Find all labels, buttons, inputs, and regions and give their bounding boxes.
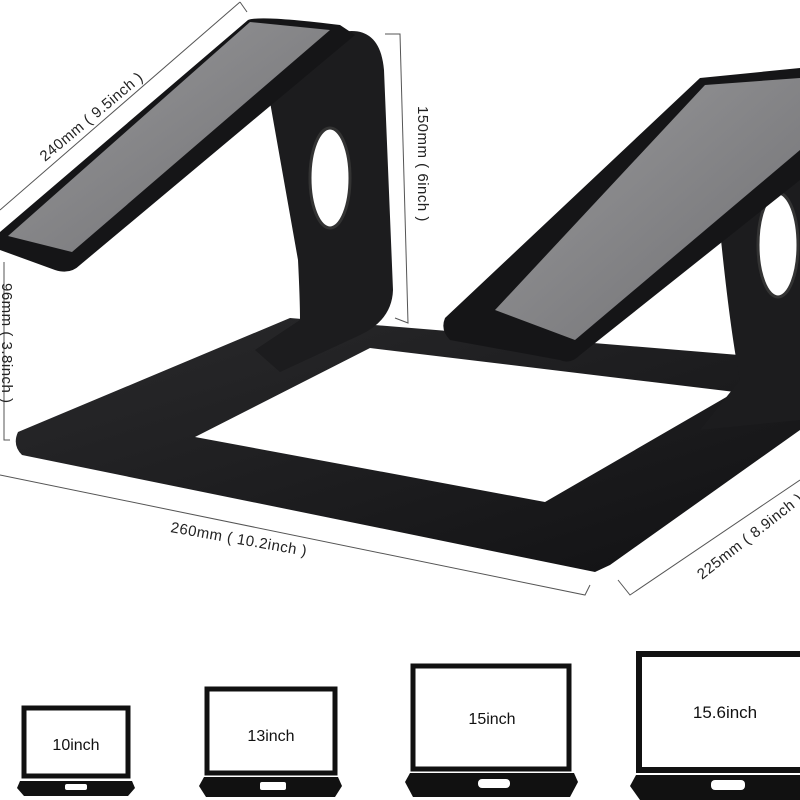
laptop-icon-10inch: 10inch (17, 705, 135, 796)
laptop-size-label: 10inch (52, 737, 99, 754)
laptop-size-label: 13inch (247, 728, 294, 745)
laptop-icon-15inch: 15inch (405, 663, 578, 797)
left-plate-surface (8, 22, 330, 252)
depth-dimension-label: 225mm ( 8.9inch ) (694, 490, 800, 583)
left-leg-hole (308, 126, 352, 230)
laptop-icon-13inch: 13inch (199, 686, 342, 797)
stand-base (15, 318, 800, 572)
right-plate-surface (495, 78, 800, 340)
width-dimension-label: 260mm ( 10.2inch ) (169, 519, 308, 560)
laptop-size-label: 15inch (468, 711, 515, 728)
dimension-lines (0, 1, 800, 596)
laptop-icon-15-6inch: 15.6inch (630, 651, 800, 800)
laptop-size-label: 15.6inch (693, 703, 757, 722)
front-height-dimension-label: 96mm ( 3.8inch ) (0, 283, 15, 404)
height-dimension-label: 150mm ( 6inch ) (414, 106, 431, 222)
